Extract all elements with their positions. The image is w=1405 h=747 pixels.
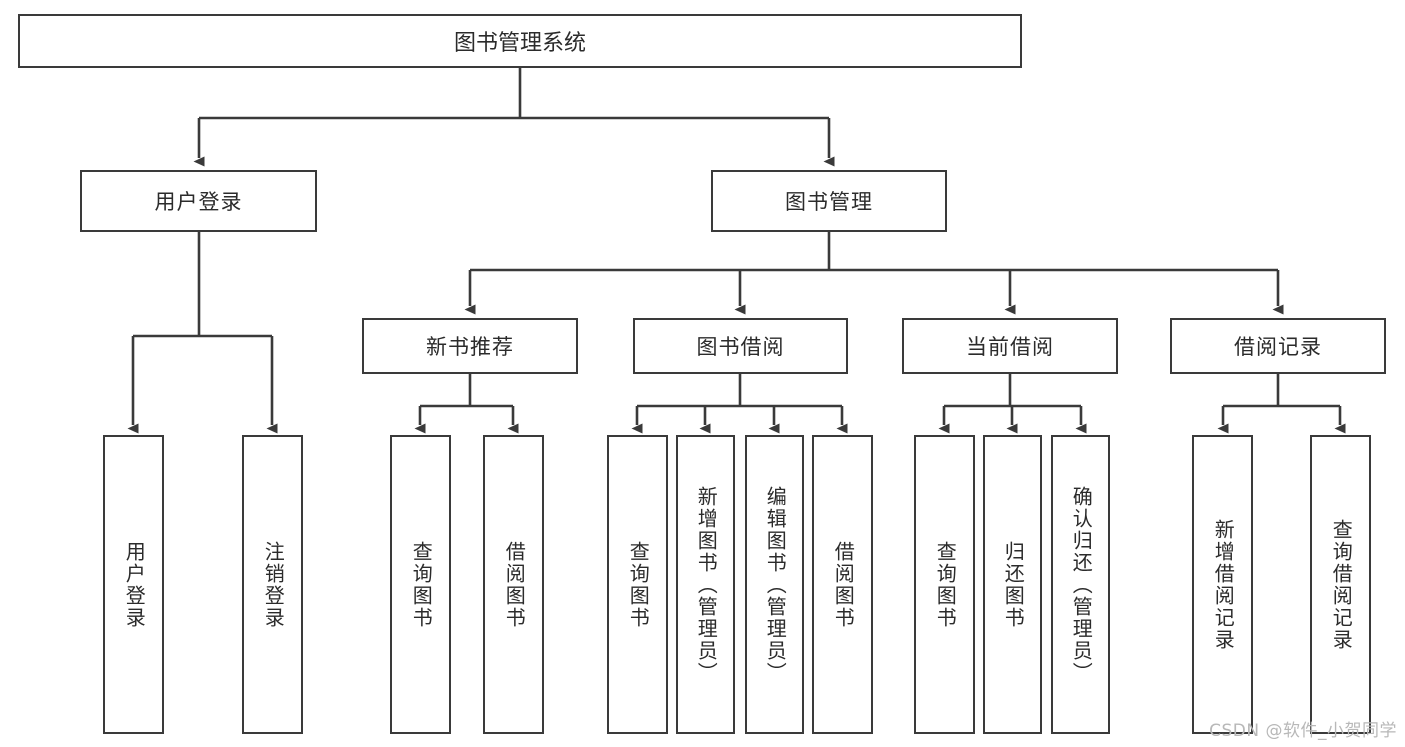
leaf-logout-label: 注销登录 [261, 540, 286, 629]
node-book-manage[interactable]: 图书管理 [711, 170, 947, 232]
node-book-borrow-label: 图书借阅 [696, 335, 785, 359]
leaf-user-login[interactable]: 用户登录 [103, 435, 164, 734]
leaf-logout[interactable]: 注销登录 [242, 435, 303, 734]
leaf-borrow-book-1-label: 借阅图书 [502, 540, 527, 629]
watermark: CSDN @软件_小贺同学 [1209, 721, 1397, 741]
leaf-return-book[interactable]: 归还图书 [983, 435, 1042, 734]
leaf-query-book-1[interactable]: 查询图书 [390, 435, 451, 734]
leaf-return-book-label: 归还图书 [1001, 540, 1026, 629]
node-current-borrow-label: 当前借阅 [966, 335, 1054, 359]
node-book-borrow[interactable]: 图书借阅 [633, 318, 848, 374]
leaf-user-login-label: 用户登录 [122, 540, 147, 629]
node-book-manage-label: 图书管理 [785, 190, 873, 214]
node-borrow-record[interactable]: 借阅记录 [1170, 318, 1386, 374]
node-new-book-rec-label: 新书推荐 [426, 335, 514, 359]
leaf-edit-book-label: 编辑图书（管理员） [763, 485, 788, 684]
leaf-confirm-return-label: 确认归还（管理员） [1069, 485, 1094, 684]
leaf-query-book-2-label: 查询图书 [626, 540, 651, 629]
node-user-login-label: 用户登录 [154, 190, 243, 214]
leaf-borrow-book-2-label: 借阅图书 [831, 540, 856, 629]
node-current-borrow[interactable]: 当前借阅 [902, 318, 1118, 374]
leaf-add-book-label: 新增图书（管理员） [694, 485, 719, 684]
leaf-borrow-book-2[interactable]: 借阅图书 [812, 435, 873, 734]
node-new-book-rec[interactable]: 新书推荐 [362, 318, 578, 374]
leaf-add-record[interactable]: 新增借阅记录 [1192, 435, 1253, 734]
node-root-label: 图书管理系统 [453, 31, 586, 56]
leaf-query-record-label: 查询借阅记录 [1329, 518, 1354, 651]
node-root[interactable]: 图书管理系统 [18, 14, 1022, 68]
leaf-query-book-3[interactable]: 查询图书 [914, 435, 975, 734]
leaf-edit-book[interactable]: 编辑图书（管理员） [745, 435, 804, 734]
leaf-query-book-2[interactable]: 查询图书 [607, 435, 668, 734]
leaf-query-book-3-label: 查询图书 [933, 540, 958, 629]
leaf-add-book[interactable]: 新增图书（管理员） [676, 435, 735, 734]
leaf-borrow-book-1[interactable]: 借阅图书 [483, 435, 544, 734]
leaf-confirm-return[interactable]: 确认归还（管理员） [1051, 435, 1110, 734]
node-borrow-record-label: 借阅记录 [1234, 335, 1322, 359]
leaf-add-record-label: 新增借阅记录 [1211, 518, 1236, 651]
leaf-query-record[interactable]: 查询借阅记录 [1310, 435, 1371, 734]
node-user-login[interactable]: 用户登录 [80, 170, 317, 232]
leaf-query-book-1-label: 查询图书 [409, 540, 434, 629]
